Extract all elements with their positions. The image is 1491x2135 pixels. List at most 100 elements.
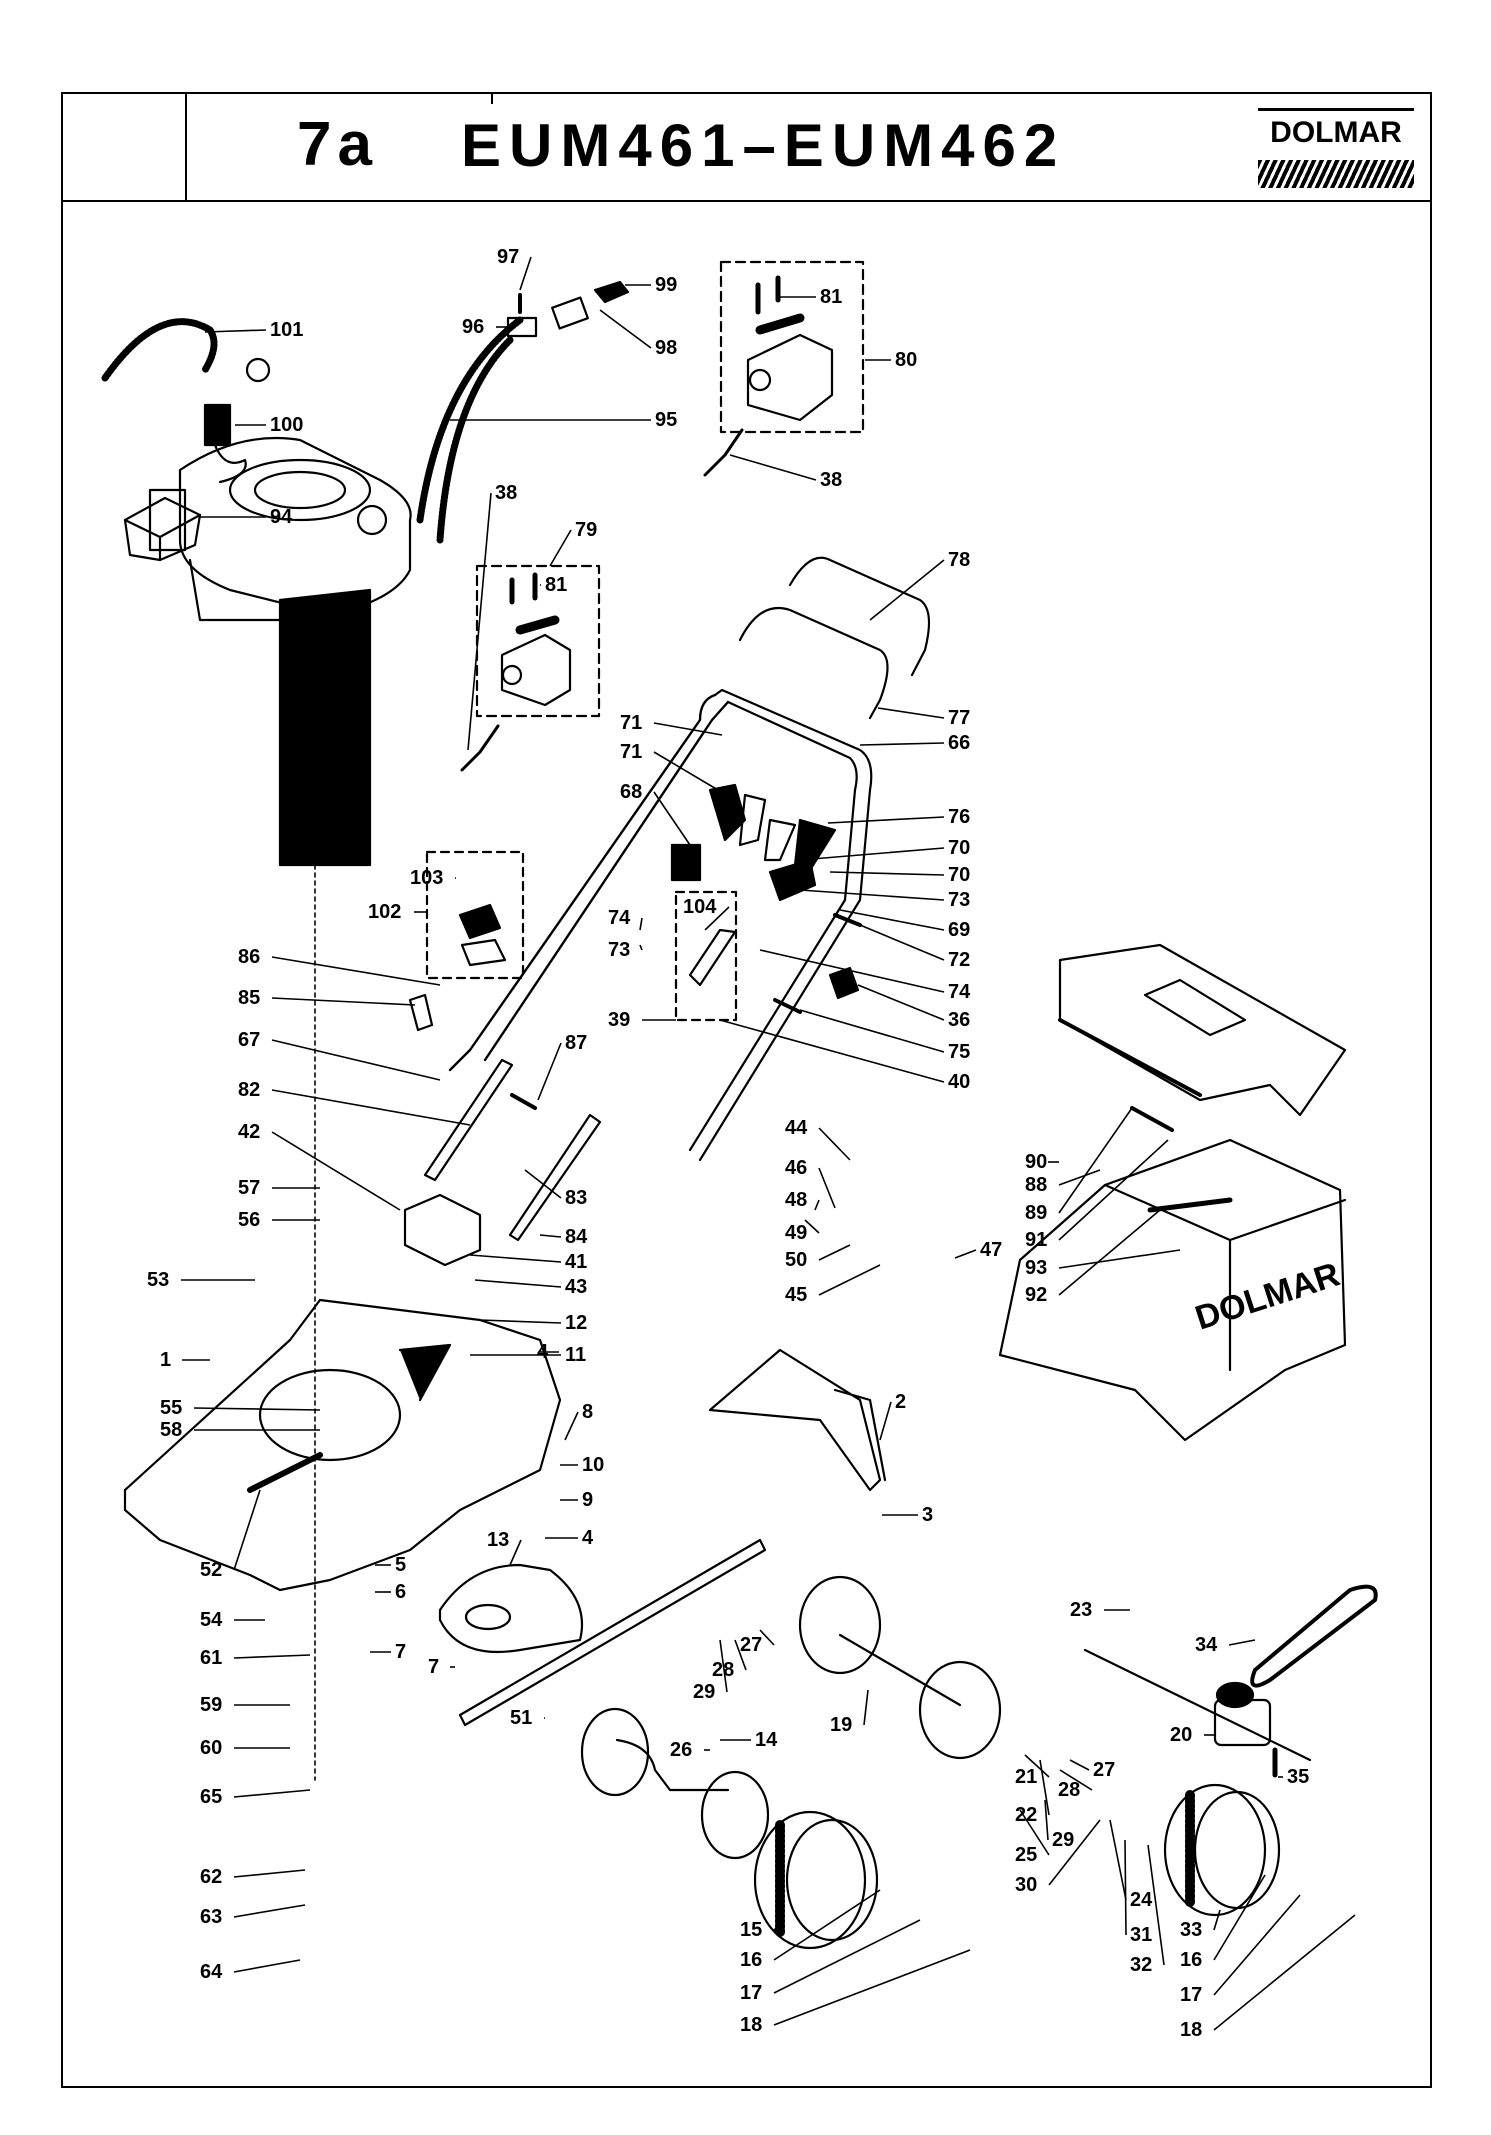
part-70-lever-a	[763, 818, 797, 862]
leader-line-16	[773, 1889, 881, 1961]
callout-label-5: 5	[395, 1554, 407, 1576]
leader-line-25	[1019, 1809, 1050, 1856]
callout-label-14: 14	[755, 1729, 778, 1751]
callout-label-11: 11	[565, 1344, 587, 1366]
callout-label-1: 1	[160, 1349, 172, 1371]
callout-label-43: 43	[565, 1276, 588, 1298]
callout-label-20: 20	[1170, 1724, 1193, 1746]
brand-rule	[1258, 108, 1414, 111]
callout-label-12: 12	[565, 1312, 588, 1334]
leader-line-68	[653, 791, 691, 846]
leader-line-32	[1147, 1844, 1165, 1966]
callout-label-81: 81	[545, 574, 568, 596]
leader-line-98	[599, 309, 652, 349]
leader-line-91	[1058, 1139, 1169, 1241]
callout-label-30: 30	[1015, 1874, 1038, 1896]
leader-line-67	[271, 1039, 441, 1081]
leader-line-73	[799, 889, 945, 901]
group-79-box	[475, 564, 601, 718]
callout-label-71: 71	[620, 741, 643, 763]
part-75-bolt	[773, 998, 802, 1014]
leader-line-89	[1058, 1107, 1133, 1214]
leader-line-34	[1228, 1639, 1256, 1646]
leader-line-28	[1059, 1769, 1093, 1791]
callout-label-38: 38	[820, 469, 843, 491]
callout-label-9: 9	[582, 1489, 594, 1511]
callout-label-60: 60	[200, 1737, 223, 1759]
callout-label-66: 66	[948, 732, 971, 754]
callout-label-61: 61	[200, 1647, 223, 1669]
leader-line-93	[1058, 1249, 1181, 1269]
leader-line-29	[719, 1639, 728, 1693]
part-71-lever-b	[738, 793, 767, 847]
part-98-plug	[551, 296, 589, 330]
model-title: EUM461–EUM462	[461, 112, 1066, 179]
callout-label-73: 73	[948, 889, 971, 911]
leader-line-62	[233, 1869, 306, 1878]
callout-label-90: 90	[1025, 1151, 1048, 1173]
callout-label-85: 85	[238, 987, 261, 1009]
group-80-box	[719, 260, 865, 434]
callout-label-71: 71	[620, 712, 643, 734]
callout-label-34: 34	[1195, 1634, 1218, 1656]
callout-label-19: 19	[830, 1714, 853, 1736]
callout-label-27: 27	[740, 1634, 763, 1656]
leader-line-47	[954, 1249, 977, 1259]
callout-label-76: 76	[948, 806, 971, 828]
part-42-box	[403, 1193, 482, 1267]
part-101-coil-cable	[101, 318, 218, 382]
brand-hatch-pattern	[1258, 160, 1414, 188]
leader-line-64	[233, 1959, 301, 1973]
leader-line-61	[233, 1654, 311, 1659]
callout-label-70: 70	[948, 864, 971, 886]
leader-line-86	[271, 956, 441, 986]
callout-label-58: 58	[160, 1419, 183, 1441]
callout-label-98: 98	[655, 337, 678, 359]
leader-line-84	[539, 1234, 562, 1238]
leader-line-19	[863, 1689, 869, 1726]
brand-name: DOLMAR	[1270, 116, 1402, 149]
leader-line-36	[857, 984, 945, 1021]
callout-label-22: 22	[1015, 1804, 1038, 1826]
brand-logo: DOLMAR	[1258, 108, 1414, 188]
callout-label-75: 75	[948, 1041, 971, 1063]
callout-label-33: 33	[1180, 1919, 1203, 1941]
callout-label-16: 16	[1180, 1949, 1203, 1971]
callout-label-16: 16	[740, 1949, 763, 1971]
group-102-box	[425, 850, 525, 980]
callout-label-48: 48	[785, 1189, 808, 1211]
callout-label-73: 73	[608, 939, 631, 961]
callout-label-63: 63	[200, 1906, 223, 1928]
callout-label-67: 67	[238, 1029, 261, 1051]
part-engine	[148, 357, 412, 867]
part-88-grass-box-lid	[1058, 943, 1347, 1117]
callout-label-55: 55	[160, 1397, 183, 1419]
callout-label-46: 46	[785, 1157, 808, 1179]
callout-label-7: 7	[395, 1641, 407, 1663]
leader-line-104	[704, 906, 730, 931]
leader-line-75	[799, 1009, 945, 1053]
part-102-cable-clip	[458, 903, 502, 940]
callout-label-44: 44	[785, 1117, 808, 1139]
leader-line-17	[773, 1919, 921, 1994]
callout-label-10: 10	[582, 1454, 605, 1476]
callout-label-40: 40	[948, 1071, 971, 1093]
part-36-knob	[828, 966, 860, 1000]
leader-line-40	[719, 1019, 945, 1083]
leader-line-50	[818, 1244, 851, 1261]
callout-label-36: 36	[948, 1009, 971, 1031]
callout-label-54: 54	[200, 1609, 223, 1631]
leader-line-28	[734, 1639, 747, 1671]
callout-label-65: 65	[200, 1786, 223, 1808]
group-104-box	[674, 890, 738, 1022]
page-header: 7a EUM461–EUM462 DOLMAR	[61, 92, 1432, 202]
leader-line-82	[271, 1089, 471, 1126]
page-frame	[61, 92, 1432, 2088]
part-69-clamp	[768, 858, 817, 902]
callout-label-15: 15	[740, 1919, 763, 1941]
callout-label-101: 101	[270, 319, 304, 341]
leader-line-16	[1213, 1874, 1266, 1961]
leader-line-78	[869, 559, 945, 621]
part-51-rod	[458, 1538, 767, 1727]
callout-label-93: 93	[1025, 1257, 1048, 1279]
